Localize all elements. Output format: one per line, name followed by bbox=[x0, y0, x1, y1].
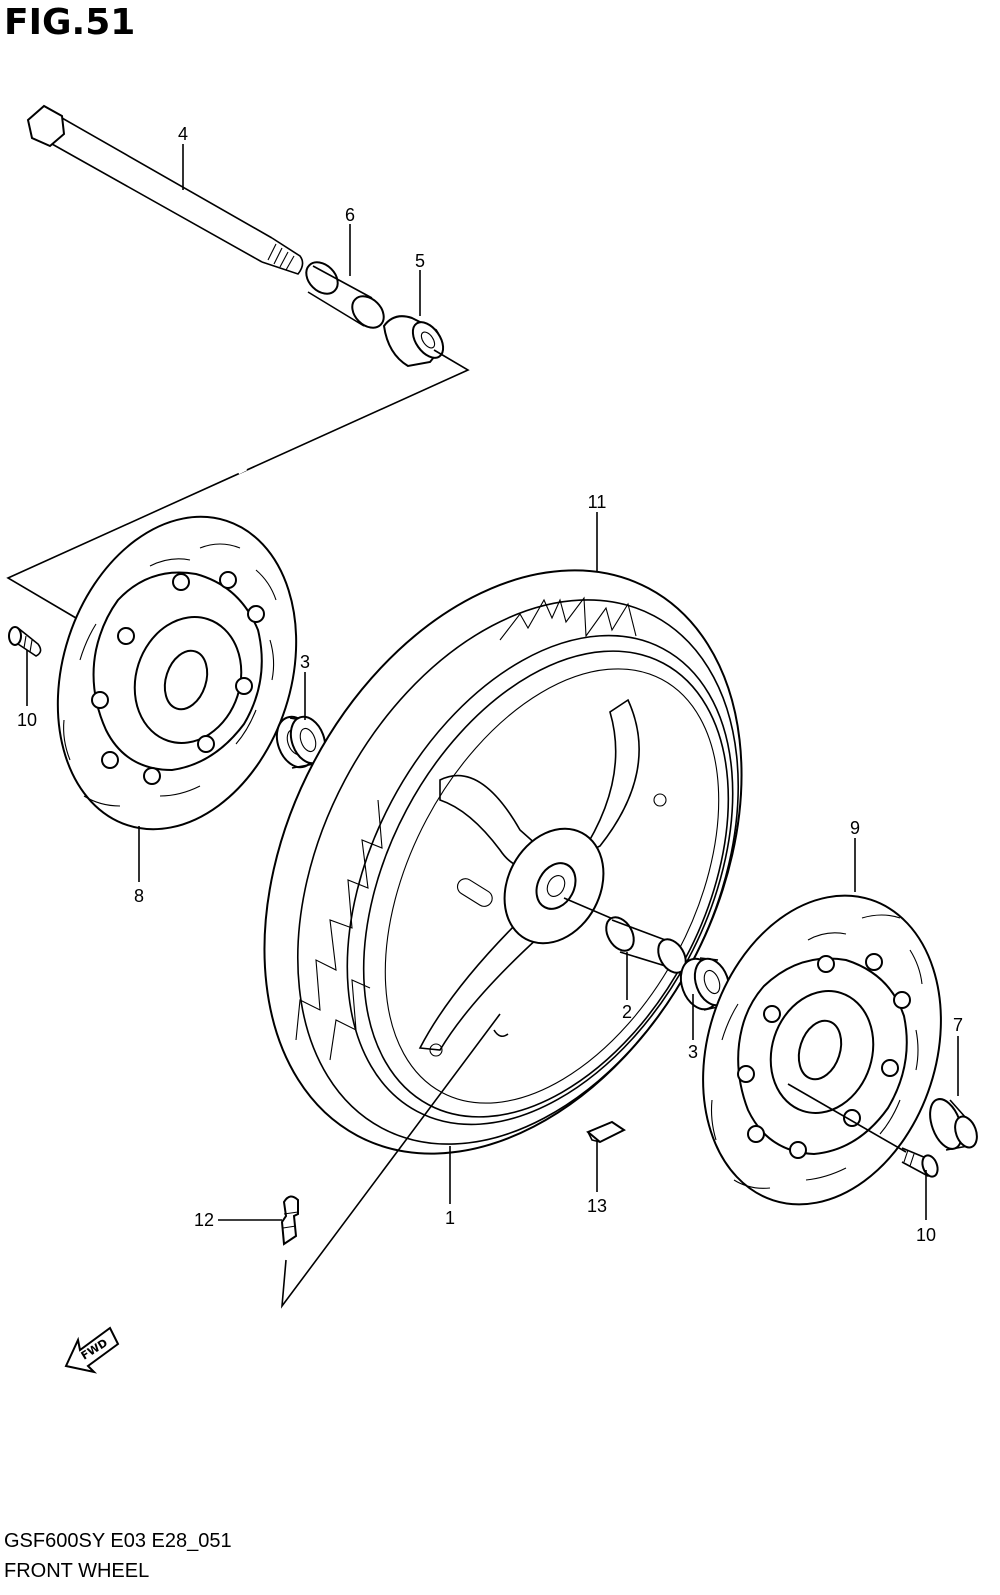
right-brake-disc bbox=[702, 894, 942, 1206]
callout-11: 11 bbox=[588, 492, 607, 512]
valve-hole bbox=[493, 1029, 509, 1038]
front-axle bbox=[26, 104, 304, 275]
callout-2: 2 bbox=[622, 1002, 632, 1022]
axle-spacer-5 bbox=[382, 315, 445, 368]
callout-6: 6 bbox=[345, 205, 355, 225]
disc-bolt-left bbox=[8, 626, 42, 657]
callout-10-left: 10 bbox=[17, 710, 37, 730]
front-wheel-assembly bbox=[263, 569, 743, 1155]
callout-3-left: 3 bbox=[300, 652, 310, 672]
callout-1: 1 bbox=[445, 1208, 455, 1228]
callout-7: 7 bbox=[953, 1015, 963, 1035]
balance-weight bbox=[586, 1120, 626, 1144]
wheel-bearing-left bbox=[275, 715, 327, 769]
axle-spacer-6 bbox=[305, 261, 385, 329]
leader-lines bbox=[26, 144, 959, 1221]
figure-title: FIG.51 bbox=[4, 2, 136, 43]
valve-guide-line bbox=[280, 1013, 501, 1309]
callout-5: 5 bbox=[415, 251, 425, 271]
callout-8: 8 bbox=[134, 886, 144, 906]
model-code: GSF600SY E03 E28_051 bbox=[4, 1530, 232, 1552]
disc-collar bbox=[929, 1098, 978, 1151]
callout-13: 13 bbox=[587, 1196, 607, 1216]
callout-9: 9 bbox=[850, 818, 860, 838]
callout-4: 4 bbox=[178, 124, 188, 144]
left-brake-disc bbox=[56, 515, 298, 831]
wheel-collar bbox=[563, 897, 687, 974]
callout-3-right: 3 bbox=[688, 1042, 698, 1062]
callout-12: 12 bbox=[194, 1210, 214, 1230]
fwd-arrow-icon: FWD bbox=[64, 1326, 120, 1374]
disc-bolt-right bbox=[787, 1083, 939, 1178]
tire-valve bbox=[280, 1195, 299, 1246]
callout-numbers: 4 6 5 11 3 10 8 9 2 3 7 1 13 10 12 bbox=[17, 124, 963, 1245]
axle-guide-line bbox=[6, 349, 470, 619]
figure-name: FRONT WHEEL bbox=[4, 1560, 150, 1582]
callout-10-right: 10 bbox=[916, 1225, 936, 1245]
